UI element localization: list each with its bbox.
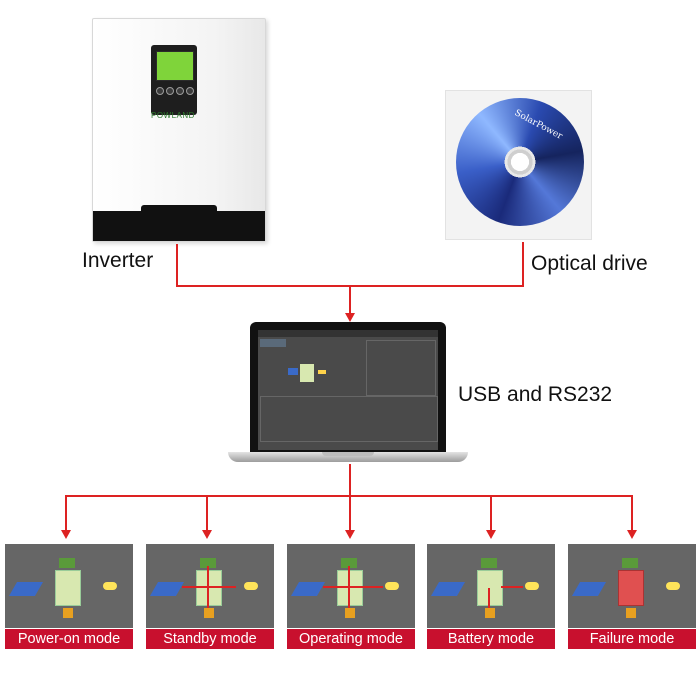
mode-label: Battery mode: [427, 629, 555, 649]
mode-connector-line: [65, 496, 67, 530]
mode-label: Standby mode: [146, 629, 274, 649]
inverter-icon: [300, 364, 314, 382]
inverter-icon: [337, 570, 363, 606]
battery-icon: [485, 608, 495, 618]
grid-icon: [622, 558, 638, 568]
inverter-connector-line: [176, 244, 178, 286]
inverter-base-notch: [141, 205, 217, 215]
inverter-button: [166, 87, 174, 95]
battery-icon: [345, 608, 355, 618]
bulb-icon: [385, 582, 399, 590]
drive-connector-line: [522, 242, 524, 286]
laptop-output-line: [349, 464, 351, 496]
laptop-screen: [258, 330, 438, 450]
bulb-icon: [318, 370, 326, 374]
cd-disc-image: [456, 98, 584, 226]
bulb-icon: [244, 582, 258, 590]
mode-arrowhead: [627, 530, 637, 539]
solar-panel-icon: [288, 368, 298, 375]
mode-arrowhead: [345, 530, 355, 539]
software-toolbar: [260, 339, 286, 347]
inverter-button: [176, 87, 184, 95]
solar-panel-icon: [430, 582, 466, 596]
battery-icon: [204, 608, 214, 618]
inverter-brand-logo: POWLAND: [151, 111, 195, 120]
mode-label: Power-on mode: [5, 629, 133, 649]
mode-label: Operating mode: [287, 629, 415, 649]
inverter-fault-icon: [618, 570, 644, 606]
mode-diagram: [287, 544, 415, 628]
inverter-control-panel: [151, 45, 197, 115]
inverter-icon: [477, 570, 503, 606]
flow-arrow: [323, 586, 383, 588]
inverter-base: [93, 205, 265, 241]
software-diagram: [288, 356, 328, 386]
battery-icon: [63, 608, 73, 618]
inverter-button: [186, 87, 194, 95]
mode-diagram: [5, 544, 133, 628]
software-info-panel: [366, 340, 436, 396]
connection-label: USB and RS232: [458, 383, 613, 406]
laptop-arrowhead: [345, 313, 355, 322]
flow-arrow: [488, 588, 490, 608]
inverter-button: [156, 87, 164, 95]
solar-panel-icon: [571, 582, 607, 596]
mode-panel-operating: Operating mode: [287, 544, 415, 649]
software-titlebar: [258, 330, 438, 337]
mode-panel-standby: Standby mode: [146, 544, 274, 649]
grid-icon: [481, 558, 497, 568]
mode-diagram: [568, 544, 696, 628]
flow-arrow: [182, 586, 236, 588]
flow-arrow: [207, 566, 209, 608]
solar-panel-icon: [149, 582, 185, 596]
mode-connector-line: [206, 496, 208, 530]
mode-arrowhead: [202, 530, 212, 539]
mode-connector-line: [490, 496, 492, 530]
battery-icon: [626, 608, 636, 618]
mode-panel-failure: Failure mode: [568, 544, 696, 649]
laptop-base: [228, 452, 468, 462]
mode-diagram: [146, 544, 274, 628]
bulb-icon: [666, 582, 680, 590]
grid-icon: [59, 558, 75, 568]
laptop-input-line: [349, 286, 351, 314]
mode-arrowhead: [61, 530, 71, 539]
laptop-notch: [322, 452, 374, 456]
inverter-icon: [196, 570, 222, 606]
mode-diagram: [427, 544, 555, 628]
mode-arrowhead: [486, 530, 496, 539]
inverter-label: Inverter: [82, 249, 154, 272]
inverter-lcd-display: [156, 51, 194, 81]
inverter-image: POWLAND: [92, 18, 266, 242]
mode-label: Failure mode: [568, 629, 696, 649]
solar-panel-icon: [290, 582, 326, 596]
bulb-icon: [103, 582, 117, 590]
optical-drive-label: Optical drive: [531, 252, 648, 275]
inverter-icon: [55, 570, 81, 606]
mode-panel-power-on: Power-on mode: [5, 544, 133, 649]
mode-connector-line: [349, 496, 351, 530]
software-data-grid: [260, 396, 438, 442]
grid-icon: [200, 558, 216, 568]
bulb-icon: [525, 582, 539, 590]
mode-connector-line: [631, 496, 633, 530]
flow-arrow: [501, 586, 523, 588]
grid-icon: [341, 558, 357, 568]
mode-panel-battery: Battery mode: [427, 544, 555, 649]
solar-panel-icon: [8, 582, 44, 596]
flow-arrow: [348, 566, 350, 608]
